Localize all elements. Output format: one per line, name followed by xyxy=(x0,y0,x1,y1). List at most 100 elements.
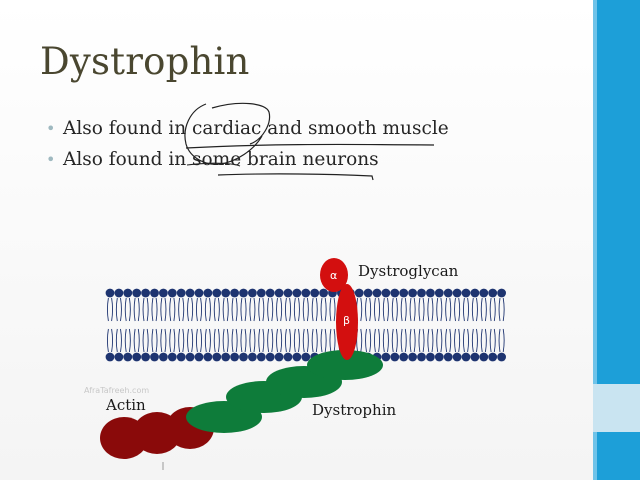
lipid-tail xyxy=(209,297,211,322)
lipid-head xyxy=(256,288,266,298)
lipid-head xyxy=(159,352,168,362)
lipid-tail xyxy=(387,297,389,322)
lipid-tail xyxy=(378,297,381,322)
lipid-tail xyxy=(440,297,443,322)
lipid-tail xyxy=(298,297,300,322)
lipid-tail xyxy=(445,297,448,322)
lipid-head xyxy=(283,352,293,362)
lipid-tail xyxy=(142,328,145,353)
lipid-head xyxy=(167,288,177,298)
lipid-tail xyxy=(302,297,305,322)
lipid-tail xyxy=(217,297,220,322)
lipid-tail xyxy=(306,328,309,353)
alpha-dystroglycan xyxy=(320,258,348,292)
lipid-tail xyxy=(280,328,283,353)
lipid-tail xyxy=(244,297,247,322)
lipid-tail xyxy=(164,328,167,353)
lipid-tail xyxy=(449,328,452,353)
lipid-head xyxy=(488,288,498,298)
lipid-head xyxy=(390,288,400,298)
lipid-tail xyxy=(387,328,389,353)
lipid-head xyxy=(372,288,382,298)
lipid-head xyxy=(212,352,222,362)
lipid-head xyxy=(381,352,391,362)
lipid-tail xyxy=(391,328,394,353)
lipid-head xyxy=(363,288,373,298)
lipid-head xyxy=(426,288,435,298)
lipid-head xyxy=(194,288,204,298)
lipid-tail xyxy=(462,297,465,322)
lipid-head xyxy=(274,352,284,362)
lipid-head xyxy=(399,288,409,298)
lipid-tail xyxy=(120,297,122,322)
lipid-tail xyxy=(115,328,118,353)
lipid-head xyxy=(470,288,480,298)
lipid-head xyxy=(105,352,115,362)
lipid-tail xyxy=(111,297,114,322)
lipid-tail xyxy=(169,328,172,353)
accent-bar-highlight xyxy=(593,384,640,432)
lipid-tail xyxy=(124,297,127,322)
lipid-head xyxy=(141,352,151,362)
lipid-head xyxy=(310,288,320,298)
lipid-tail xyxy=(320,297,323,322)
lipid-tail xyxy=(493,297,496,322)
lipid-tail xyxy=(502,297,505,322)
lipid-head xyxy=(239,288,248,298)
lipid-tail xyxy=(471,328,474,353)
lipid-head xyxy=(185,352,195,362)
lipid-tail xyxy=(458,328,461,353)
lipid-tail xyxy=(431,328,434,353)
lipid-tail xyxy=(378,328,381,353)
lipid-head xyxy=(292,288,302,298)
lipid-tail xyxy=(240,328,243,353)
lipid-tail xyxy=(106,297,109,322)
lipid-tail xyxy=(298,328,300,353)
lipid-head xyxy=(399,352,409,362)
lipid-tail xyxy=(431,297,434,322)
lipid-tail xyxy=(365,328,367,353)
lipid-tail xyxy=(436,328,439,353)
lipid-head xyxy=(452,288,462,298)
lipid-tail xyxy=(217,328,220,353)
lipid-tail xyxy=(333,328,336,353)
lipid-tail xyxy=(409,328,412,353)
lipid-tail xyxy=(271,328,274,353)
lipid-tail xyxy=(400,297,403,322)
lipid-head xyxy=(123,352,133,362)
lipid-tail xyxy=(178,328,181,353)
lipid-tail xyxy=(311,297,314,322)
lipid-tail xyxy=(391,297,394,322)
lipid-tail xyxy=(226,297,229,322)
lipid-tail xyxy=(467,328,470,353)
actin-label: Actin xyxy=(106,396,146,414)
lipid-head xyxy=(176,288,186,298)
lipid-tail xyxy=(137,297,140,322)
lipid-tail xyxy=(449,297,452,322)
lipid-tail xyxy=(173,328,176,353)
lipid-tail xyxy=(458,297,461,322)
lipid-head xyxy=(114,352,124,362)
lipid-tail xyxy=(404,297,407,322)
lipid-head xyxy=(434,352,444,362)
lipid-tail xyxy=(498,297,501,322)
lipid-head xyxy=(274,288,284,298)
lipid-tail xyxy=(445,328,448,353)
lipid-tail xyxy=(395,297,398,322)
lipid-tail xyxy=(315,328,318,353)
lipid-tail xyxy=(262,297,265,322)
lipid-head xyxy=(132,352,142,362)
lipid-tail xyxy=(360,328,363,353)
lipid-head xyxy=(105,288,115,298)
lipid-tail xyxy=(315,297,318,322)
lipid-tail xyxy=(480,297,483,322)
lipid-head xyxy=(408,352,417,362)
lipid-head xyxy=(230,352,240,362)
lipid-tail xyxy=(191,328,194,353)
alpha-label: α xyxy=(330,269,338,282)
lipid-tail xyxy=(213,328,216,353)
lipid-tail xyxy=(178,297,181,322)
